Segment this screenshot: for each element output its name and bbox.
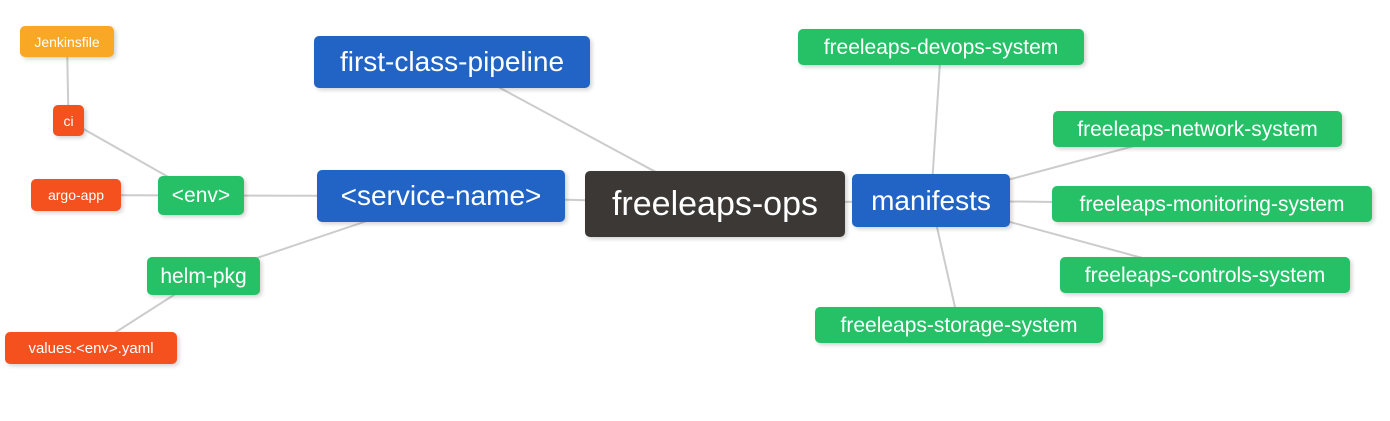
node-jenkinsfile: Jenkinsfile — [20, 26, 114, 57]
node-label: manifests — [871, 184, 991, 216]
node-freeleaps-devops-system: freeleaps-devops-system — [798, 29, 1084, 65]
node-ci: ci — [53, 105, 84, 136]
node-values-env-yaml: values.<env>.yaml — [5, 332, 177, 364]
node-label: <env> — [171, 184, 231, 207]
node-argo-app: argo-app — [31, 179, 121, 211]
node-label: ci — [63, 112, 74, 129]
node-label: argo-app — [47, 187, 105, 203]
node-label: freeleaps-devops-system — [823, 35, 1059, 59]
node-label: Jenkinsfile — [34, 33, 100, 50]
node-service-name: <service-name> — [317, 170, 565, 222]
node-helm-pkg: helm-pkg — [147, 257, 260, 295]
node-label: freeleaps-ops — [611, 185, 818, 223]
node-freeleaps-controls-system: freeleaps-controls-system — [1060, 257, 1350, 293]
node-label: freeleaps-controls-system — [1084, 263, 1326, 287]
node-label: <service-name> — [340, 180, 542, 211]
node-freeleaps-ops: freeleaps-ops — [585, 171, 845, 237]
node-label: values.<env>.yaml — [28, 339, 154, 357]
node-env: <env> — [158, 176, 244, 215]
node-label: freeleaps-monitoring-system — [1079, 192, 1345, 216]
node-label: first-class-pipeline — [339, 46, 565, 77]
node-manifests: manifests — [852, 174, 1010, 227]
node-first-class-pipeline: first-class-pipeline — [314, 36, 590, 88]
node-freeleaps-storage-system: freeleaps-storage-system — [815, 307, 1103, 343]
node-label: helm-pkg — [160, 264, 247, 288]
node-label: freeleaps-network-system — [1077, 117, 1318, 141]
node-label: freeleaps-storage-system — [840, 313, 1078, 337]
node-freeleaps-network-system: freeleaps-network-system — [1053, 111, 1342, 147]
node-freeleaps-monitoring-system: freeleaps-monitoring-system — [1052, 186, 1372, 222]
